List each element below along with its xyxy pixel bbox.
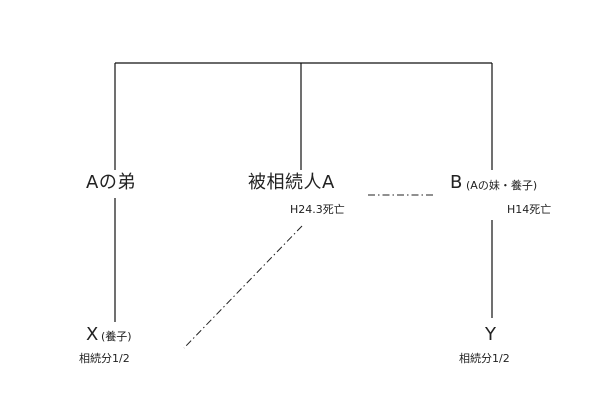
decedent-a-label: 被相続人A bbox=[248, 172, 335, 193]
b-relation-note: (Aの妹・養子) bbox=[466, 179, 538, 192]
y-share-label: 相続分1/2 bbox=[459, 352, 510, 365]
y-label: Y bbox=[485, 324, 497, 345]
adoption-line-decedent-to-x bbox=[183, 225, 303, 349]
a-brother-label: Aの弟 bbox=[86, 172, 136, 193]
x-share-label: 相続分1/2 bbox=[79, 352, 130, 365]
x-adoption-note: (養子) bbox=[101, 330, 132, 343]
x-label: X bbox=[86, 324, 99, 345]
decedent-a-death-note: H24.3死亡 bbox=[290, 203, 345, 216]
b-death-note: H14死亡 bbox=[507, 203, 552, 216]
b-label: B bbox=[450, 172, 463, 193]
